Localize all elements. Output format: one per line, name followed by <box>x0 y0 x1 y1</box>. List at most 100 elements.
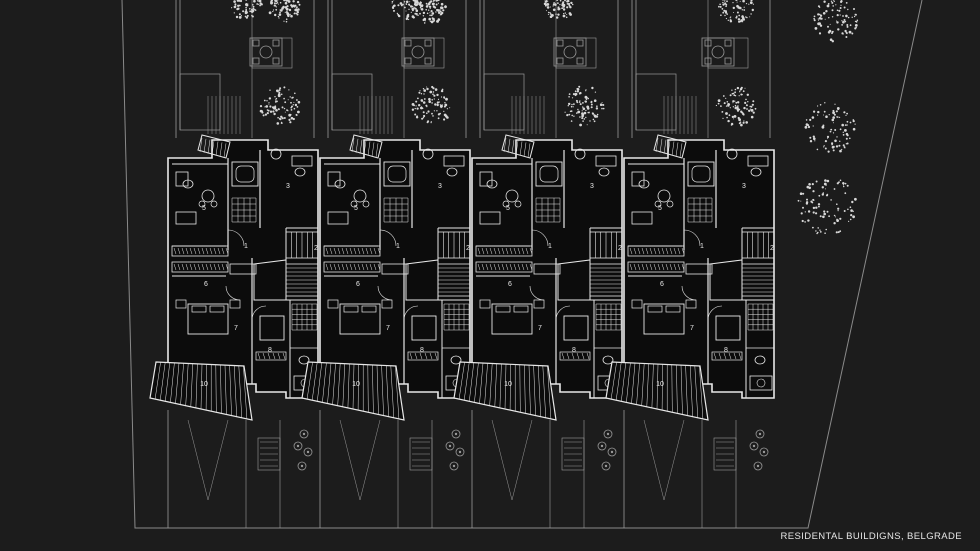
counter-hatch <box>361 247 365 255</box>
foliage-dot <box>576 87 579 90</box>
door-swing <box>529 285 545 301</box>
balcony-hatch <box>371 142 375 157</box>
foliage-dot <box>554 3 557 6</box>
foliage-dot <box>274 96 276 98</box>
foliage-dot <box>836 203 838 205</box>
foliage-dot <box>563 13 565 15</box>
room-label-1: 1 <box>548 243 552 250</box>
terrace-hatch <box>676 364 678 414</box>
foliage-dot <box>746 108 748 110</box>
terrace-hatch <box>327 362 332 404</box>
terrace-hatch <box>626 362 631 403</box>
foliage-dot <box>287 110 289 112</box>
foliage-dot <box>423 22 426 24</box>
kitchen-counter <box>171 245 229 257</box>
foliage-dot <box>408 4 411 6</box>
foliage-dot <box>245 9 247 12</box>
foliage-dot <box>733 94 736 97</box>
terrace-hatch <box>533 365 536 416</box>
foliage-dot <box>295 8 298 11</box>
counter-hatch <box>173 247 177 255</box>
tree-trunk <box>752 444 756 448</box>
room-label-8: 8 <box>572 347 576 354</box>
foliage-dot <box>719 5 722 8</box>
chair <box>654 200 662 208</box>
balcony-hatch <box>363 140 367 155</box>
toilet <box>294 167 306 177</box>
foliage-dot <box>813 19 816 22</box>
room-label-6: 6 <box>660 281 664 288</box>
small-tree <box>449 461 459 471</box>
bathroom-tiles <box>231 197 257 223</box>
foliage-dot <box>428 100 432 103</box>
foliage-dot <box>811 201 814 204</box>
foliage-dot <box>826 210 829 213</box>
foliage-dot <box>742 18 745 21</box>
foliage-dot <box>832 109 835 112</box>
foliage-dot <box>434 88 438 91</box>
foliage-dot <box>572 93 576 96</box>
foliage-dot <box>251 14 253 17</box>
foliage-dot <box>835 216 836 218</box>
foliage-dot <box>391 6 394 8</box>
foliage-dot <box>414 2 417 5</box>
foliage-dot <box>277 93 281 96</box>
counter-hatch <box>633 247 637 255</box>
foliage-dot <box>294 4 297 7</box>
terrace-hatch <box>195 363 198 408</box>
foliage-dot <box>278 91 281 94</box>
counter-hatch <box>221 263 225 271</box>
terrace-hatch <box>367 364 369 413</box>
terrace-hatch <box>680 364 683 415</box>
foliage-dot <box>264 113 267 116</box>
tree-trunk <box>300 464 304 468</box>
room-label-5: 5 <box>506 205 510 212</box>
foliage-dot <box>552 5 554 7</box>
foliage-dot <box>817 13 820 16</box>
foliage-dot <box>566 14 568 15</box>
foliage-dot <box>821 125 825 129</box>
counter-hatch <box>197 247 201 255</box>
foliage-dot <box>587 111 589 114</box>
foliage-dot <box>837 231 840 234</box>
foliage-dot <box>259 105 263 108</box>
foliage-dot <box>273 106 277 110</box>
foliage-dot <box>844 20 847 23</box>
tree-trunk <box>604 464 608 468</box>
foliage-dot <box>245 3 248 5</box>
counter-hatch <box>645 263 649 271</box>
foliage-dot <box>823 146 825 148</box>
foliage-dot <box>437 98 440 100</box>
foliage-dot <box>849 121 852 124</box>
wardrobe-hatch <box>586 352 590 360</box>
foliage-dot <box>575 99 578 102</box>
foliage-dot <box>423 93 425 95</box>
foliage-dot <box>292 0 295 3</box>
foliage-dot <box>732 12 734 13</box>
foliage-dot <box>231 7 233 9</box>
foliage-dot <box>722 117 724 119</box>
foliage-dot <box>289 96 291 98</box>
foliage-dot <box>581 110 583 112</box>
counter-hatch <box>629 263 633 271</box>
foliage-dot <box>839 128 842 131</box>
foliage-dot <box>752 100 755 103</box>
foliage-dot <box>841 32 844 35</box>
foliage-dot <box>729 20 733 23</box>
foliage-dot <box>750 115 754 119</box>
foliage-dot <box>726 116 728 119</box>
foliage-dot <box>276 2 278 5</box>
foliage-dot <box>570 120 573 122</box>
foliage-dot <box>743 120 745 122</box>
foliage-dot <box>564 111 566 113</box>
foliage-dot <box>725 3 728 6</box>
balcony-hatch <box>503 137 507 152</box>
foliage-dot <box>732 6 735 10</box>
hall-tiles <box>443 303 470 331</box>
double-bed <box>643 303 685 335</box>
foliage-dot <box>826 135 830 138</box>
foliage-dot <box>852 210 854 212</box>
foliage-dot <box>738 122 741 125</box>
upper-balcony <box>501 134 535 159</box>
